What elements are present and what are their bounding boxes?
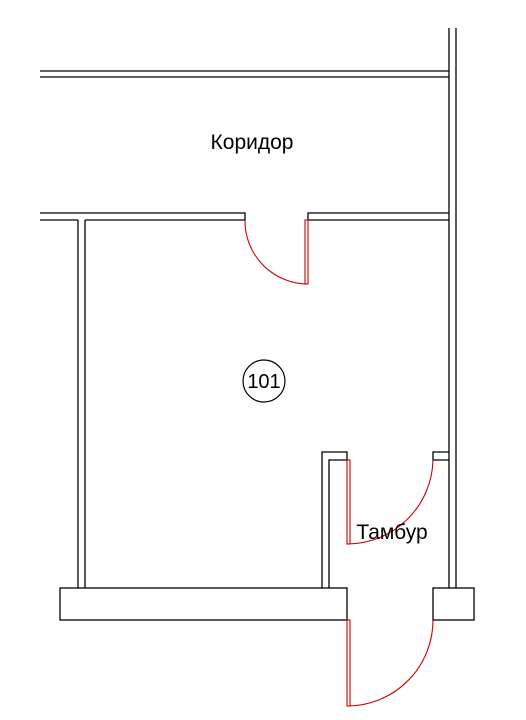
right-exterior-wall [448, 28, 457, 588]
vestibule-partition [321, 451, 449, 588]
door-exterior [346, 619, 434, 707]
vestibule-label: Тамбур [356, 521, 427, 544]
corridor-top-wall [40, 70, 449, 78]
bottom-exterior-wall [59, 587, 475, 621]
room-101-left-wall [77, 220, 86, 588]
corridor-label: Коридор [211, 131, 294, 154]
door-corridor-to-101 [244, 219, 309, 285]
corridor-bottom-wall [40, 212, 449, 221]
room-tag: 101 [242, 359, 286, 403]
door-101-to-vestibule [346, 459, 434, 545]
room-number: 101 [247, 371, 280, 393]
room-tag-circle [242, 359, 286, 403]
